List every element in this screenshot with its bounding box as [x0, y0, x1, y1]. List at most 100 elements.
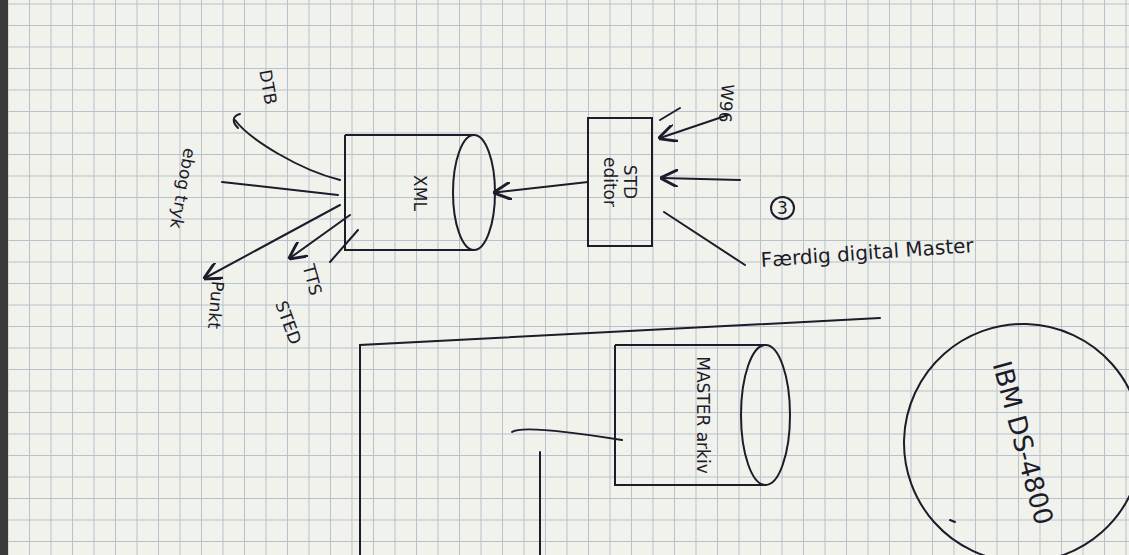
grid-line: [180, 0, 181, 555]
storage-ellipse: IBM DS-4800: [898, 318, 1129, 555]
grid-line: [244, 0, 245, 555]
input-arrow: [660, 108, 680, 120]
grid-line: [932, 0, 933, 555]
grid-line: [846, 0, 847, 555]
grid-line: [0, 154, 1129, 155]
output-label: Punkt: [204, 280, 228, 330]
grid-line: [0, 197, 1129, 198]
grid-line: [588, 0, 589, 555]
grid-line: [287, 0, 288, 555]
grid-line: [0, 498, 1129, 499]
grid-line: [0, 25, 1129, 26]
grid-line: [0, 326, 1129, 327]
bracket-line: [360, 318, 880, 555]
grid-line: [1104, 0, 1105, 555]
grid-line: [0, 90, 1129, 91]
grid-line: [911, 0, 912, 555]
grid-line: [330, 0, 331, 555]
grid-line: [0, 68, 1129, 69]
grid-line: [352, 0, 353, 555]
grid-line: [0, 47, 1129, 48]
input-arrow: [664, 212, 745, 265]
page-edge: [0, 0, 8, 555]
editor-box: STD editor: [588, 118, 652, 246]
grid-line: [0, 4, 1129, 5]
archive-store: MASTER arkiv: [615, 345, 790, 485]
output-label: ebog tryk: [166, 147, 200, 231]
grid-line: [739, 0, 740, 555]
grid-line: [674, 0, 675, 555]
grid-line: [717, 0, 718, 555]
grid-line: [373, 0, 374, 555]
output-arrow: [290, 215, 350, 258]
grid-line: [0, 305, 1129, 306]
grid-line: [1126, 0, 1127, 555]
grid-line: [481, 0, 482, 555]
grid-line: [545, 0, 546, 555]
grid-line: [653, 0, 654, 555]
dot-mark: [950, 520, 955, 522]
grid-line: [395, 0, 396, 555]
xml-store: XML: [345, 135, 495, 250]
output-arrow: [222, 182, 338, 195]
grid-line: [760, 0, 761, 555]
input-arrow: [662, 178, 740, 180]
grid-line: [0, 391, 1129, 392]
output-arrow: [205, 205, 340, 278]
grid-line: [137, 0, 138, 555]
grid-line: [0, 369, 1129, 370]
grid-line: [416, 0, 417, 555]
grid-line: [51, 0, 52, 555]
grid-line: [158, 0, 159, 555]
grid-line: [889, 0, 890, 555]
grid-line: [94, 0, 95, 555]
grid-line: [201, 0, 202, 555]
grid-line: [975, 0, 976, 555]
grid-line: [567, 0, 568, 555]
output-label: DTB: [255, 68, 281, 106]
grid-line: [0, 520, 1129, 521]
grid-line: [782, 0, 783, 555]
grid-line: [803, 0, 804, 555]
node-label: STD editor: [600, 147, 640, 217]
grid-line: [0, 541, 1129, 542]
grid-line: [0, 133, 1129, 134]
grid-line: [868, 0, 869, 555]
node-label: MASTER arkiv: [693, 356, 713, 473]
grid-line: [0, 412, 1129, 413]
grid-line: [223, 0, 224, 555]
node-label: XML: [410, 175, 430, 211]
grid-line: [631, 0, 632, 555]
grid-line: [29, 0, 30, 555]
hook-mark: [234, 114, 240, 128]
input-label: Færdig digital Master: [760, 233, 974, 272]
grid-line: [1083, 0, 1084, 555]
bracket-line: [512, 429, 622, 440]
grid-line: [524, 0, 525, 555]
grid-line: [115, 0, 116, 555]
output-label: TTS: [299, 262, 326, 297]
output-arrow: [235, 120, 340, 180]
grid-line: [502, 0, 503, 555]
grid-line: [72, 0, 73, 555]
grid-line: [0, 283, 1129, 284]
grid-line: [0, 111, 1129, 112]
grid-line: [459, 0, 460, 555]
grid-line: [825, 0, 826, 555]
grid-line: [438, 0, 439, 555]
connector-arrow: [495, 182, 588, 193]
grid-line: [954, 0, 955, 555]
grid-line: [0, 262, 1129, 263]
grid-line: [0, 477, 1129, 478]
grid-line: [997, 0, 998, 555]
grid-line: [1061, 0, 1062, 555]
grid-line: [610, 0, 611, 555]
grid-line: [0, 455, 1129, 456]
grid-line: [0, 348, 1129, 349]
grid-line: [0, 434, 1129, 435]
bracket-line: [539, 452, 541, 555]
callout-number: 3: [770, 196, 795, 220]
